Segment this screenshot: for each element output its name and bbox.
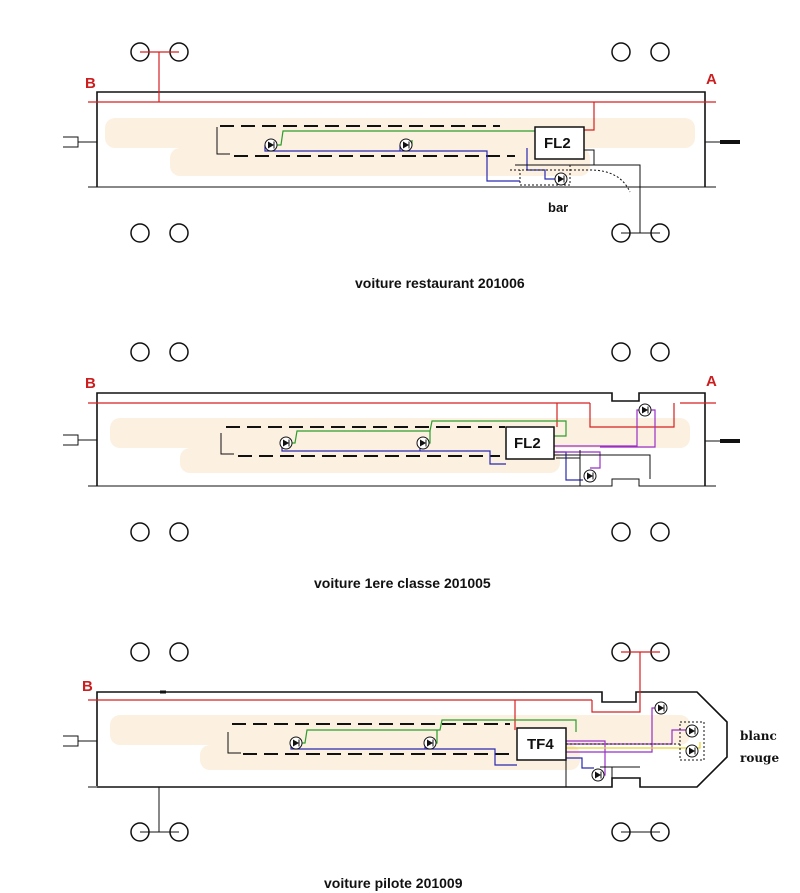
led-icon: [654, 701, 668, 715]
led-icon: [638, 403, 652, 417]
led-icon: [685, 744, 699, 758]
car-first-class: [63, 342, 740, 542]
led-icon: [591, 768, 605, 782]
led-icon: [264, 138, 278, 152]
car-restaurant: [63, 42, 740, 243]
car-caption: voiture 1ere classe 201005: [314, 575, 491, 591]
led-icon: [685, 724, 699, 738]
led-icon: [279, 436, 293, 450]
led-icon: [399, 138, 413, 152]
coupler-left: [63, 434, 97, 446]
end-label-b: B: [85, 375, 96, 392]
car-caption: voiture pilote 201009: [324, 875, 463, 891]
module-label: FL2: [544, 135, 571, 152]
module-box: [516, 727, 567, 761]
led-icon: [289, 736, 303, 750]
led-icon: [423, 736, 437, 750]
end-label-b: B: [85, 75, 96, 92]
module-label: FL2: [514, 435, 541, 452]
car-body: [96, 691, 728, 788]
car-body: [96, 91, 706, 187]
module-box: [505, 426, 555, 460]
module-box: [534, 126, 585, 160]
end-label-a: A: [706, 71, 717, 88]
led-icon: [583, 469, 597, 483]
bogie-wheels: [130, 342, 670, 542]
car-body: [96, 392, 706, 486]
end-label-a: A: [706, 373, 717, 390]
coupler-left: [63, 735, 97, 747]
led-icon: [416, 436, 430, 450]
light-label-white: blanc: [740, 729, 777, 743]
coupler-left: [63, 136, 97, 148]
car-pilot: [63, 642, 728, 842]
led-icon: [554, 172, 568, 186]
car-caption: voiture restaurant 201006: [355, 275, 525, 291]
end-label-b: B: [82, 678, 93, 695]
light-label-red: rouge: [740, 751, 779, 765]
module-label: TF4: [527, 736, 554, 753]
zone-label-bar: bar: [548, 200, 568, 215]
